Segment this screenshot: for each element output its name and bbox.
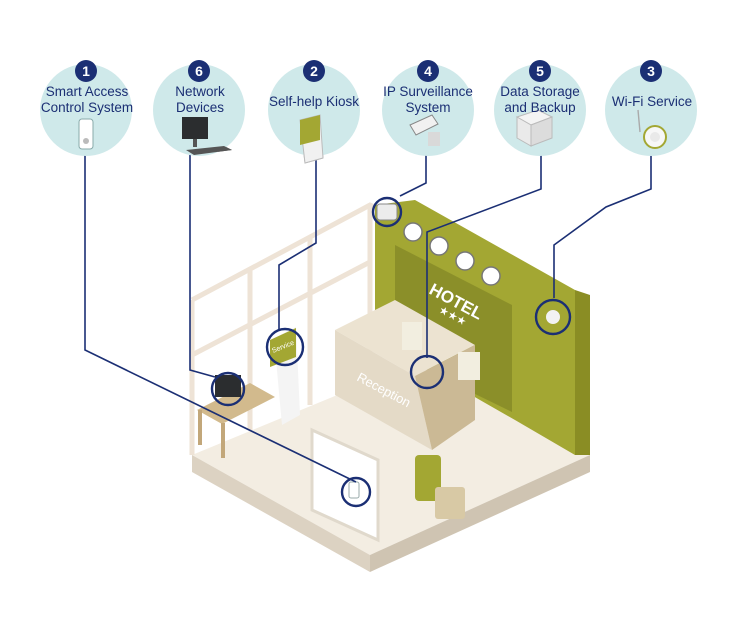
highlight-circles — [210, 196, 572, 508]
door-card-reader — [348, 481, 360, 499]
label-network-devices: Network Devices — [155, 84, 245, 116]
label-line2: Devices — [175, 100, 224, 115]
connector-lines — [84, 148, 652, 483]
label-self-help-kiosk: Self-help Kiosk — [258, 94, 370, 110]
highlight-access-reader — [340, 476, 372, 508]
badge-6: 6 — [188, 60, 210, 82]
access-card-reader-icon — [78, 118, 94, 150]
badge-4: 4 — [417, 60, 439, 82]
label-wifi-service: Wi-Fi Service — [600, 94, 704, 110]
label-line2: and Backup — [504, 100, 576, 115]
security-camera-icon — [409, 114, 440, 146]
label-smart-access: Smart Access Control System — [28, 84, 146, 116]
label-line2: Control System — [40, 100, 134, 115]
table-leg — [198, 410, 202, 445]
kiosk-icon — [299, 114, 324, 164]
label-line1: Data Storage — [500, 84, 580, 99]
highlight-kiosk — [265, 327, 305, 367]
reception-desk-front — [335, 330, 432, 450]
wall-clocks — [403, 222, 501, 286]
back-wall-panel — [395, 245, 512, 412]
highlight-camera — [371, 196, 403, 228]
floor-right-edge — [370, 455, 590, 572]
server-icon — [515, 109, 554, 147]
floor-left-edge — [192, 455, 370, 572]
kiosk-screen — [270, 328, 296, 367]
badge-5: 5 — [529, 60, 551, 82]
label-line1: IP Surveillance — [383, 84, 473, 99]
badge-2: 2 — [303, 60, 325, 82]
highlight-wifi — [534, 298, 572, 336]
badge-3: 3 — [640, 60, 662, 82]
chair — [458, 352, 480, 380]
highlight-storage — [409, 354, 445, 390]
badge-1: 1 — [75, 60, 97, 82]
label-ip-surveillance: IP Surveillance System — [368, 84, 488, 116]
back-wall — [375, 200, 575, 455]
label-data-storage: Data Storage and Backup — [486, 84, 594, 116]
wall-camera — [376, 203, 398, 221]
bag — [435, 487, 465, 519]
back-wall-side — [575, 290, 590, 455]
computer-monitor-icon — [182, 117, 232, 155]
wall-wifi-ap — [544, 308, 562, 326]
laptop-screen — [215, 375, 241, 397]
wifi-access-point-icon — [637, 109, 667, 149]
label-line1: Self-help Kiosk — [268, 94, 360, 109]
label-line1: Network — [175, 84, 225, 99]
label-line1: Smart Access — [45, 84, 129, 99]
label-line1: Wi-Fi Service — [611, 94, 693, 109]
table-leg — [221, 423, 225, 458]
label-line2: System — [405, 100, 451, 115]
highlight-laptop — [210, 371, 246, 407]
floor-top — [192, 365, 590, 555]
chair — [402, 322, 422, 350]
suitcase — [415, 455, 441, 501]
